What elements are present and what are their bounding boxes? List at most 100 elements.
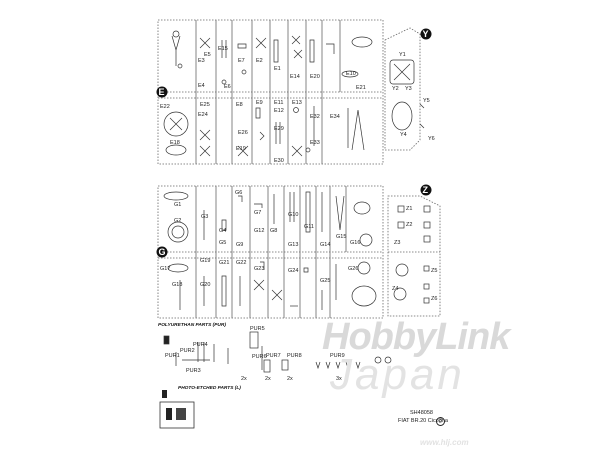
sprue-g-parts [163, 191, 377, 310]
pur-parts [163, 331, 392, 373]
footer-code: SH48058 [410, 410, 433, 416]
svg-text:E8: E8 [236, 102, 243, 108]
svg-text:E12: E12 [274, 108, 284, 114]
svg-text:3x: 3x [336, 376, 342, 382]
svg-text:G14: G14 [320, 242, 330, 248]
svg-text:PUR3: PUR3 [186, 368, 201, 374]
svg-text:G19: G19 [200, 258, 210, 264]
svg-text:E3: E3 [198, 58, 205, 64]
svg-text:G12: G12 [254, 228, 264, 234]
sprue-y-parts [389, 59, 425, 131]
pe-fret [159, 390, 195, 429]
svg-text:E33: E33 [310, 140, 320, 146]
svg-text:E20: E20 [310, 74, 320, 80]
svg-text:G16: G16 [350, 240, 360, 246]
svg-text:E18: E18 [170, 140, 180, 146]
pur-section-title: POLYURETHAN PARTS (PUR) [158, 323, 226, 328]
svg-text:E19: E19 [236, 146, 246, 152]
svg-text:E14: E14 [290, 74, 300, 80]
sprue-z-parts [393, 205, 431, 304]
svg-text:E7: E7 [238, 58, 245, 64]
svg-text:G13: G13 [288, 242, 298, 248]
svg-text:PUR8: PUR8 [287, 353, 302, 359]
svg-text:G20: G20 [200, 282, 210, 288]
footer-page-badge: 3 [436, 417, 445, 426]
svg-text:PUR9: PUR9 [330, 353, 345, 359]
sprue-e-badge: E [156, 86, 168, 98]
svg-text:G17: G17 [160, 266, 170, 272]
svg-text:PUR7: PUR7 [266, 353, 281, 359]
svg-text:E5: E5 [204, 52, 211, 58]
pe-section-title: PHOTO-ETCHED PARTS (L) [178, 386, 241, 391]
svg-text:G: G [159, 247, 166, 257]
svg-text:G8: G8 [270, 228, 277, 234]
svg-text:Y: Y [423, 29, 429, 39]
svg-text:Z1: Z1 [406, 206, 412, 212]
svg-text:PUR6: PUR6 [252, 354, 267, 360]
sprue-g-frame [157, 185, 384, 319]
svg-text:Y3: Y3 [405, 86, 412, 92]
sprue-g-labels: G2 G1 G3 G4 G5 G6 G9 G7 G12 G8 G10 G13 G… [160, 190, 360, 288]
sprue-z-frame [387, 195, 441, 317]
svg-text:E10: E10 [346, 71, 356, 77]
svg-text:G21: G21 [219, 260, 229, 266]
svg-text:E24: E24 [198, 112, 208, 118]
pur-labels: PUR1 PUR2 PUR3 PUR4 PUR5 PUR6 PUR7 PUR8 … [165, 326, 345, 382]
svg-text:Z2: Z2 [406, 222, 412, 228]
svg-text:G23: G23 [254, 266, 264, 272]
svg-text:E6: E6 [224, 84, 231, 90]
svg-text:G2: G2 [174, 218, 181, 224]
svg-text:E32: E32 [310, 114, 320, 120]
svg-text:2x: 2x [241, 376, 247, 382]
svg-text:PUR2: PUR2 [180, 348, 195, 354]
footer-model: FIAT BR.20 Cicogna [398, 418, 448, 424]
svg-text:E34: E34 [330, 114, 340, 120]
svg-text:E11: E11 [274, 100, 283, 106]
svg-text:Z: Z [423, 185, 429, 195]
svg-text:Z6: Z6 [431, 296, 437, 302]
sprue-z-badge: Z [420, 184, 432, 196]
svg-text:E9: E9 [256, 100, 263, 106]
svg-text:E22: E22 [160, 104, 170, 110]
footer-page-number: 3 [438, 418, 443, 424]
sprue-y-labels: Y1 Y2 Y3 Y4 Y5 Y6 [392, 52, 435, 142]
sprue-e-frame [157, 19, 384, 165]
svg-text:E15: E15 [218, 46, 228, 52]
svg-text:Y2: Y2 [392, 86, 399, 92]
svg-text:G3: G3 [201, 214, 208, 220]
svg-text:Y5: Y5 [423, 98, 430, 104]
watermark-brand: HobbyLink [322, 316, 510, 358]
svg-text:Y4: Y4 [400, 132, 407, 138]
svg-text:Y6: Y6 [428, 136, 435, 142]
svg-text:PUR5: PUR5 [250, 326, 265, 332]
svg-text:G11: G11 [304, 224, 314, 230]
svg-text:G15: G15 [336, 234, 346, 240]
svg-text:PUR4: PUR4 [193, 342, 208, 348]
svg-text:E: E [159, 87, 165, 97]
svg-text:2x: 2x [265, 376, 271, 382]
svg-text:G5: G5 [219, 240, 226, 246]
sprue-e-parts [163, 30, 373, 157]
svg-text:G10: G10 [288, 212, 298, 218]
sprue-y-badge: Y [420, 28, 432, 40]
svg-text:G1: G1 [174, 202, 181, 208]
svg-text:G25: G25 [320, 278, 330, 284]
sprue-e-labels: E3 E5 E4 E6 E7 E2 E1 E10 E21 E22 E24 E18… [160, 46, 366, 164]
svg-text:E21: E21 [356, 85, 366, 91]
svg-text:G24: G24 [288, 268, 298, 274]
svg-text:E26: E26 [238, 130, 248, 136]
watermark-url: www.hlj.com [420, 438, 469, 447]
svg-text:Z3: Z3 [394, 240, 400, 246]
svg-text:Z4: Z4 [392, 286, 398, 292]
svg-text:E25: E25 [200, 102, 210, 108]
svg-text:E2: E2 [256, 58, 263, 64]
svg-text:G18: G18 [172, 282, 182, 288]
svg-text:E13: E13 [292, 100, 302, 106]
svg-text:G9: G9 [236, 242, 243, 248]
svg-text:E30: E30 [274, 158, 284, 164]
svg-text:Z5: Z5 [431, 268, 437, 274]
sprue-g-badge: G [156, 246, 168, 258]
svg-text:PUR1: PUR1 [165, 353, 180, 359]
sprue-z-labels: Z1 Z2 Z3 Z4 Z5 Z6 [392, 206, 437, 302]
